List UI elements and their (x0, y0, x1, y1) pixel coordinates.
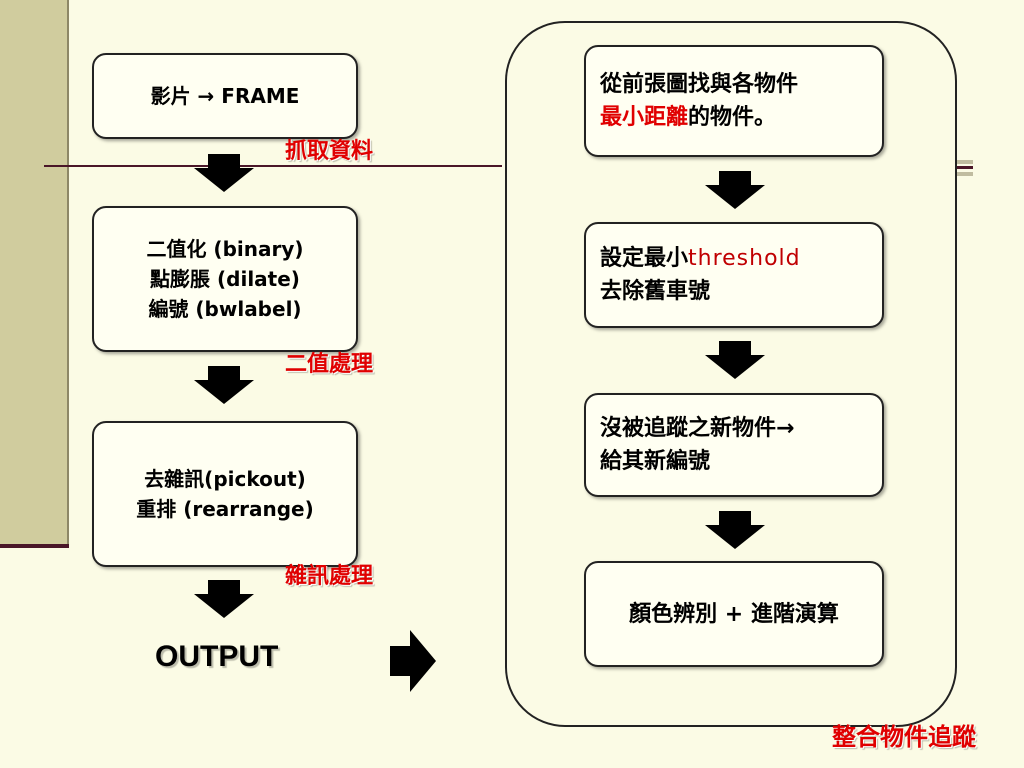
step-binary-processing: 二值化 (binary) 點膨脹 (dilate) 編號 (bwlabel) (92, 206, 358, 352)
label-noise-processing: 雜訊處理 (285, 564, 374, 589)
step-new-object-line-1: 沒被追蹤之新物件→ (600, 416, 795, 441)
threshold-prefix: 設定最小 (600, 246, 689, 271)
step-binary-line-3: 編號 (bwlabel) (148, 297, 302, 321)
arrow-down-icon (194, 154, 254, 192)
stripe-border-line (67, 0, 69, 548)
step-frame-capture-text: 影片 → FRAME (150, 84, 300, 108)
step-threshold: 設定最小threshold 去除舊車號 (584, 222, 884, 328)
step-noise-processing: 去雜訊(pickout) 重排 (rearrange) (92, 421, 358, 567)
step-binary-line-2: 點膨脹 (dilate) (150, 267, 300, 291)
arrow-down-icon (705, 511, 765, 549)
arrow-right-icon (390, 630, 436, 692)
arrow-down-icon (194, 366, 254, 404)
step-new-object-id: 沒被追蹤之新物件→ 給其新編號 (584, 393, 884, 497)
min-distance-highlight: 最小距離 (600, 105, 689, 130)
label-capture-data: 抓取資料 (285, 139, 374, 164)
step-color-advanced: 顏色辨別 + 進階演算 (584, 561, 884, 667)
step-threshold-line-1: 設定最小threshold (600, 242, 801, 275)
label-binary-processing: 二值處理 (285, 352, 374, 377)
step-noise-line-2: 重排 (rearrange) (136, 497, 314, 521)
step-binary-line-1: 二值化 (binary) (146, 237, 304, 261)
step-color-advanced-text: 顏色辨別 + 進階演算 (629, 601, 839, 627)
step-noise-line-1: 去雜訊(pickout) (144, 467, 306, 491)
threshold-word: threshold (688, 246, 801, 271)
arrow-down-icon (194, 580, 254, 618)
min-distance-rest: 的物件。 (688, 105, 777, 130)
step-min-distance: 從前張圖找與各物件 最小距離的物件。 (584, 45, 884, 157)
step-min-distance-line-2: 最小距離的物件。 (600, 101, 776, 134)
step-min-distance-line-1: 從前張圖找與各物件 (600, 72, 799, 97)
arrow-down-icon (705, 341, 765, 379)
label-object-tracking: 整合物件追蹤 (832, 723, 976, 751)
title-divider-line (44, 165, 502, 167)
step-frame-capture: 影片 → FRAME (92, 53, 358, 139)
arrow-down-icon (705, 171, 765, 209)
step-threshold-line-2: 去除舊車號 (600, 279, 711, 304)
left-decorative-stripe (0, 0, 67, 548)
step-new-object-line-2: 給其新編號 (600, 449, 711, 474)
object-tracking-container (505, 21, 957, 727)
output-label: OUTPUT (155, 640, 279, 673)
stripe-bottom-line (0, 544, 69, 548)
divider-right-marks (955, 160, 973, 178)
